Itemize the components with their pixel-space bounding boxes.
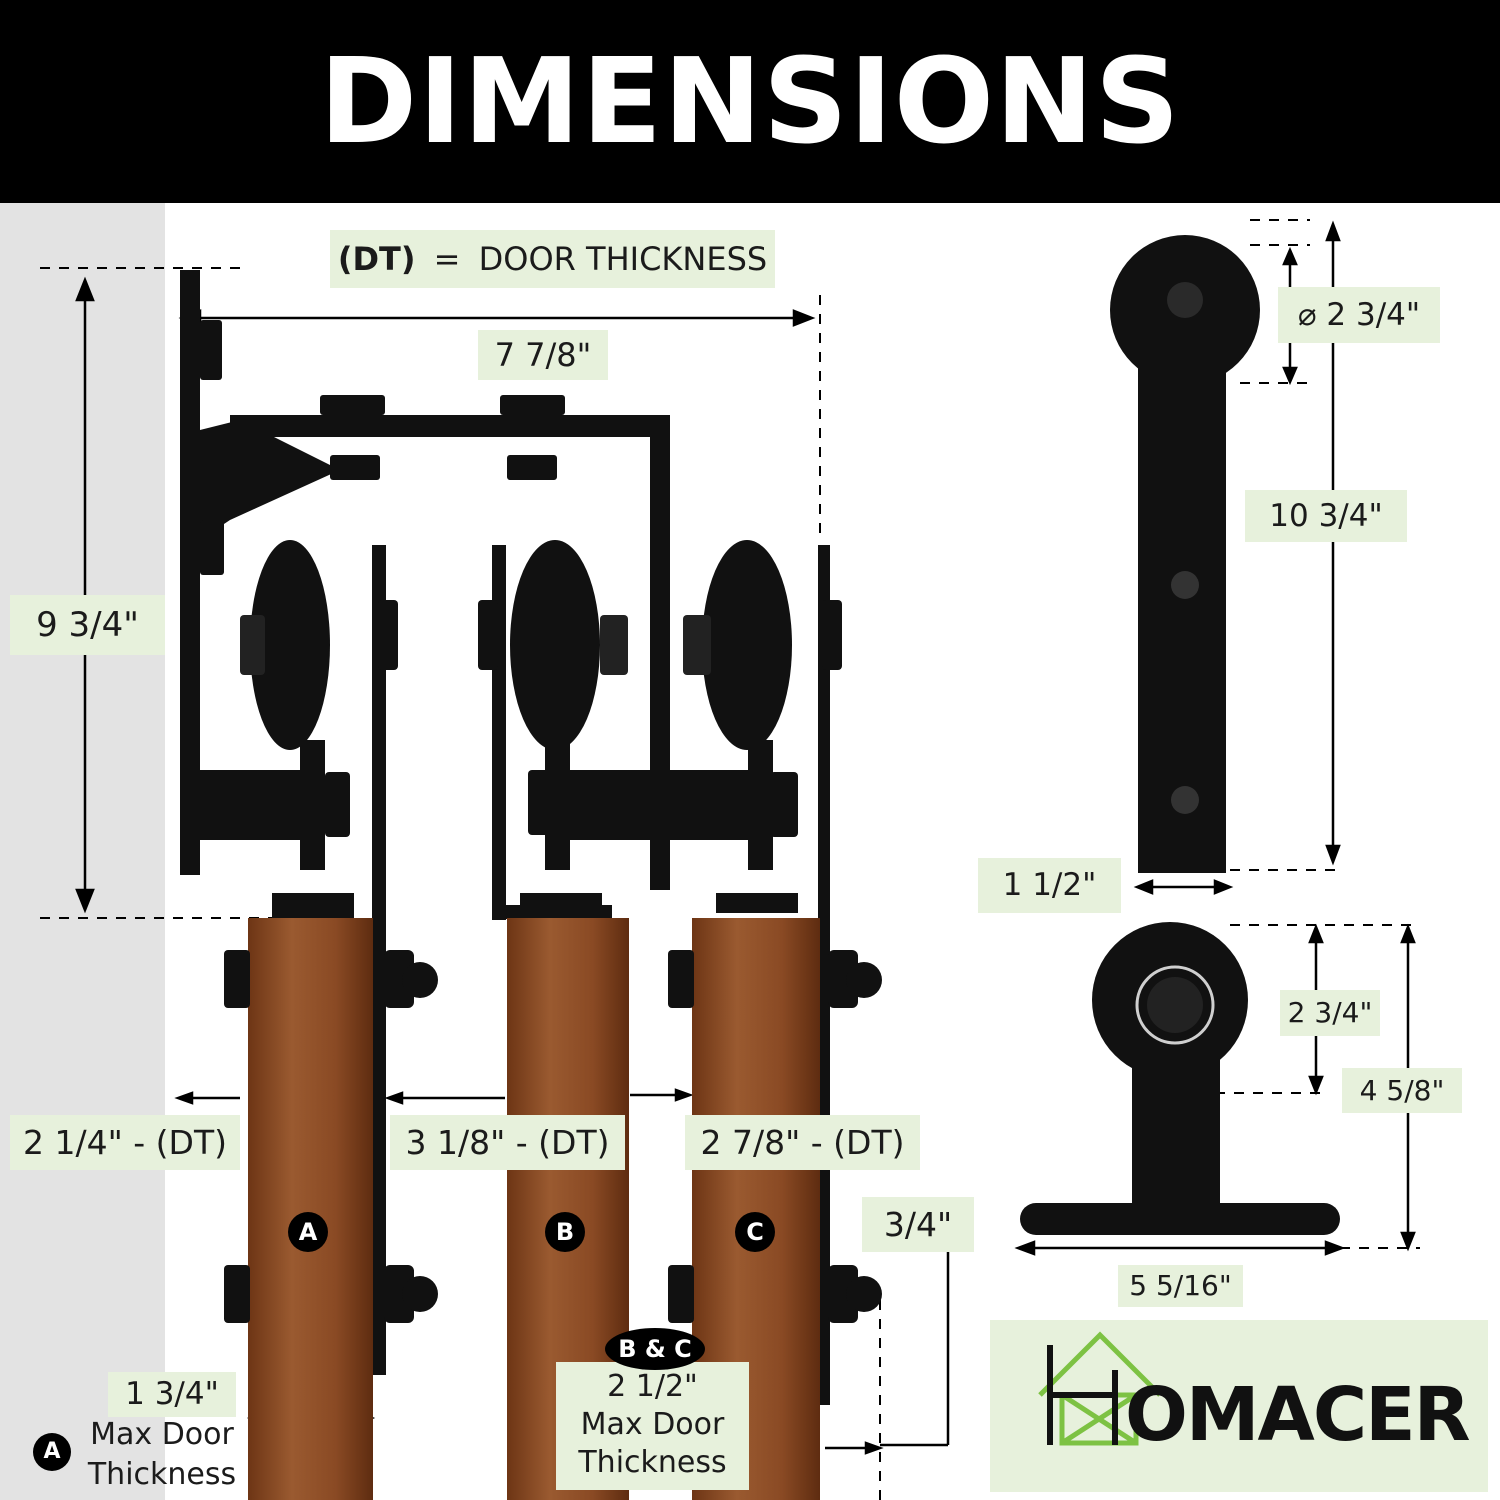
header-bar: DIMENSIONS: [0, 0, 1500, 203]
dt-meaning: DOOR THICKNESS: [478, 240, 768, 278]
brand-logo-box: [990, 1320, 1488, 1492]
max-a-line2: Thickness: [87, 1457, 237, 1492]
badge-door-a: A: [288, 1212, 328, 1252]
label-door-bc: 2 1/2" Max Door Thickness: [556, 1362, 749, 1490]
badge-door-c: C: [735, 1212, 775, 1252]
label-door-a-thickness: 1 3/4": [108, 1372, 236, 1417]
floor-guide: [1020, 922, 1340, 1235]
label-gap-c: 2 7/8" - (DT): [685, 1115, 920, 1170]
label-bracket-height: 9 3/4": [10, 595, 165, 655]
roller-wheel-a: [240, 540, 330, 870]
door-bc-note-line1: Max Door: [580, 1407, 725, 1442]
brand-name: OMACER: [1125, 1372, 1471, 1458]
side-hanger: [1110, 235, 1260, 873]
strap-a: [372, 545, 386, 1375]
dt-legend: (DT) = DOOR THICKNESS: [330, 230, 775, 288]
label-strap-width: 1 1/2": [978, 858, 1121, 913]
dt-abbrev: (DT): [337, 240, 416, 278]
label-guide-wheel: 2 3/4": [1280, 990, 1380, 1036]
door-bc-thickness: 2 1/2": [607, 1369, 698, 1404]
brand-logo-mark: [1038, 1331, 1162, 1446]
label-gap-a: 2 1/4" - (DT): [10, 1115, 240, 1170]
dt-equals: =: [433, 240, 461, 278]
label-guide-base: 5 5/16": [1118, 1265, 1243, 1307]
roller-wheel-b: [510, 540, 628, 870]
max-a-line1: Max Door: [90, 1417, 234, 1452]
door-a: [248, 893, 373, 1500]
label-guide-height: 4 5/8": [1342, 1068, 1462, 1113]
wall-panel: [0, 203, 165, 1500]
label-offset: 3/4": [862, 1197, 974, 1252]
label-hanger-length: 10 3/4": [1245, 490, 1407, 542]
door-bc-note-line2: Thickness: [578, 1445, 727, 1480]
wall-bracket: [180, 270, 670, 890]
page-title: DIMENSIONS: [319, 32, 1181, 170]
badge-door-b: B: [545, 1212, 585, 1252]
max-door-a-note: Max Door Thickness: [82, 1415, 242, 1495]
hardware-diagram: [40, 219, 1420, 1500]
label-gap-b: 3 1/8" - (DT): [390, 1115, 625, 1170]
badge-max-a: A: [33, 1433, 71, 1471]
strap-c: [818, 545, 830, 1405]
roller-wheel-c: [683, 540, 792, 870]
label-bracket-width: 7 7/8": [478, 330, 608, 380]
badge-door-bc: B & C: [605, 1328, 705, 1370]
label-wheel-diameter: ⌀ 2 3/4": [1278, 287, 1440, 343]
